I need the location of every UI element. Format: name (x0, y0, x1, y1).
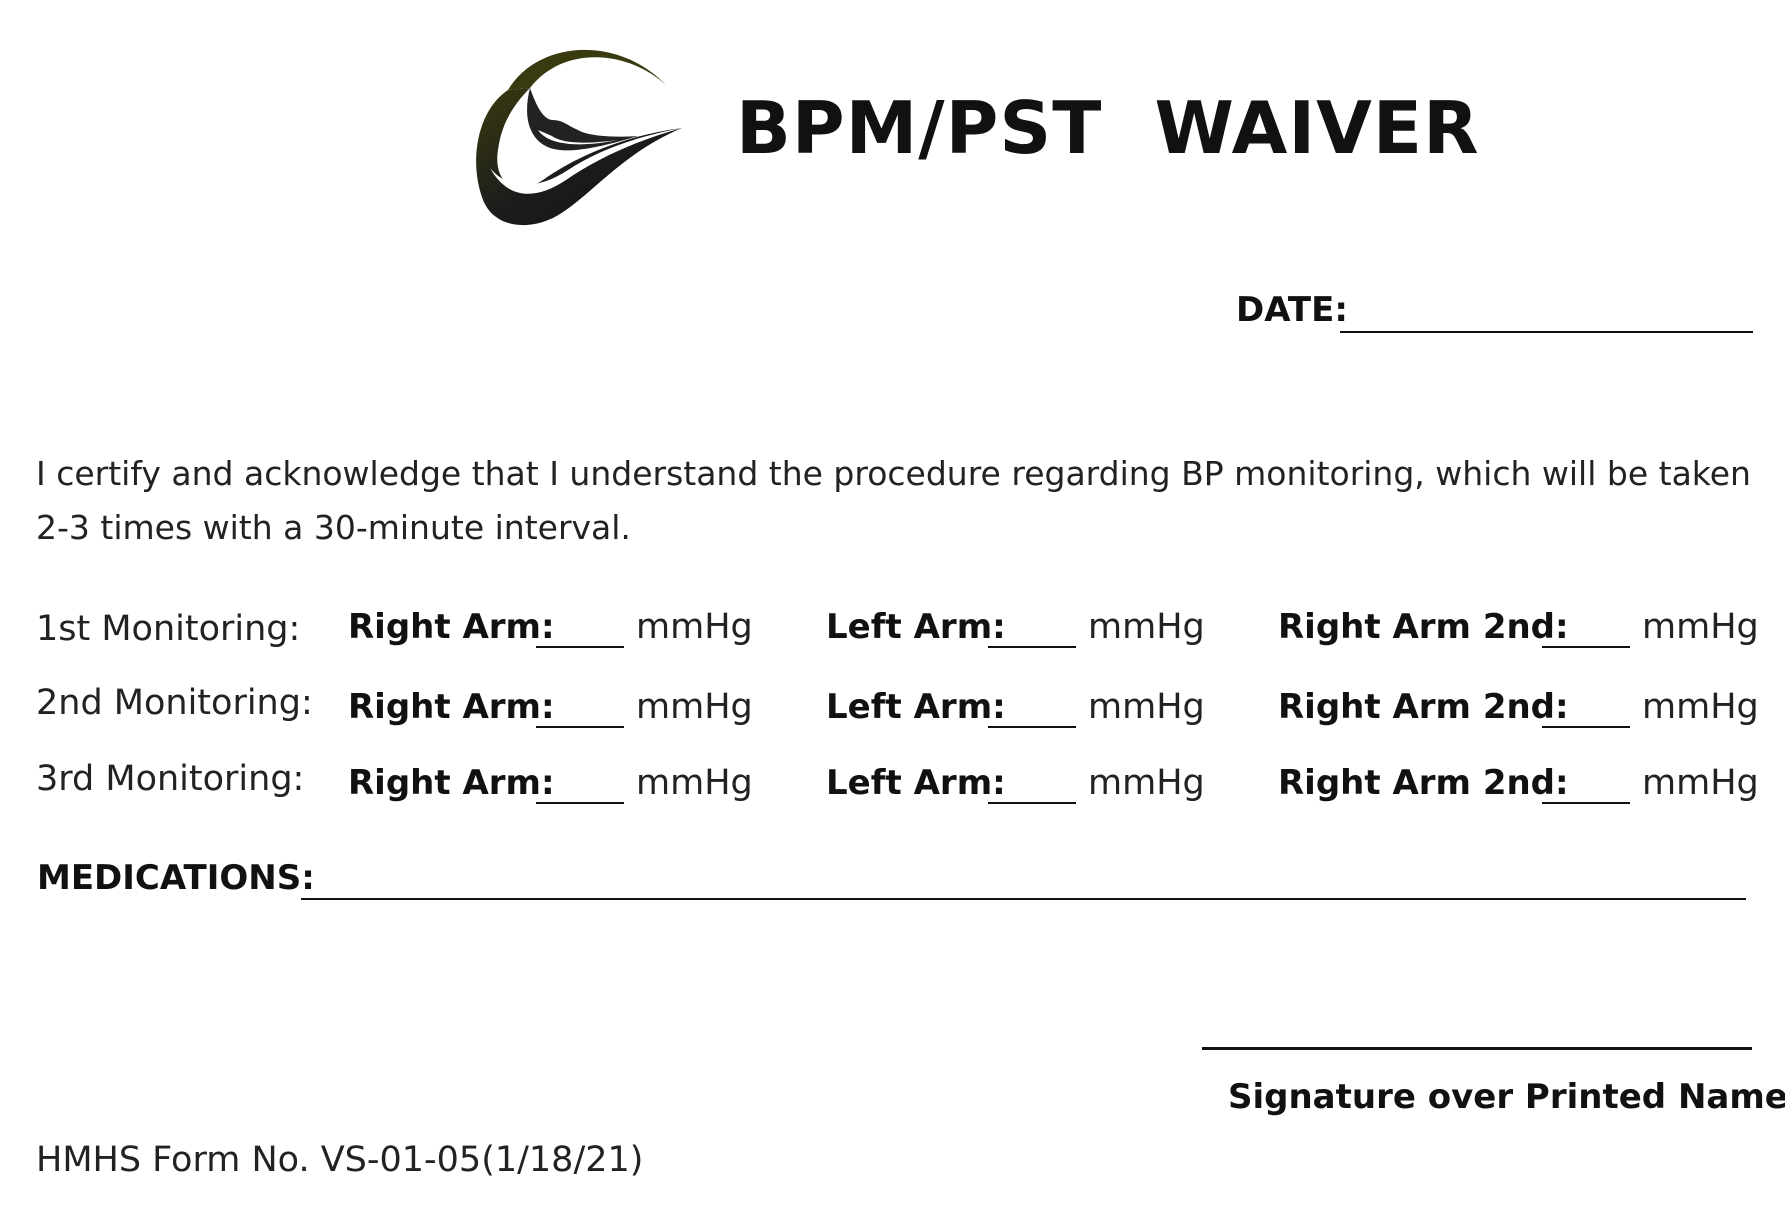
left-arm-reading-field[interactable] (988, 646, 1076, 648)
medications-label: MEDICATIONS: (37, 858, 315, 898)
left-arm-label: Left Arm: (826, 687, 1006, 727)
right-arm-2nd-label: Right Arm 2nd: (1278, 687, 1569, 727)
medications-field[interactable] (301, 898, 1746, 900)
certification-statement: I certify and acknowledge that I underst… (36, 454, 1751, 547)
left-arm-label: Left Arm: (826, 607, 1006, 647)
unit-label: mmHg (1088, 607, 1205, 647)
left-arm-reading-field[interactable] (988, 726, 1076, 728)
right-arm-reading-field[interactable] (536, 726, 624, 728)
unit-label: mmHg (1088, 687, 1205, 727)
monitoring-row-label: 3rd Monitoring: (36, 759, 305, 799)
right-arm-2nd-label: Right Arm 2nd: (1278, 607, 1569, 647)
right-arm-2nd-reading-field[interactable] (1542, 646, 1630, 648)
unit-label: mmHg (1088, 763, 1205, 803)
right-arm-reading-field[interactable] (536, 802, 624, 804)
unit-label: mmHg (636, 763, 753, 803)
unit-label: mmHg (1642, 607, 1759, 647)
unit-label: mmHg (636, 607, 753, 647)
right-arm-label: Right Arm: (348, 763, 555, 803)
right-arm-reading-field[interactable] (536, 646, 624, 648)
right-arm-2nd-label: Right Arm 2nd: (1278, 763, 1569, 803)
right-arm-label: Right Arm: (348, 607, 555, 647)
signature-label: Signature over Printed Name (1228, 1077, 1785, 1117)
page-title: BPM/PST WAIVER (736, 86, 1480, 170)
unit-label: mmHg (636, 687, 753, 727)
signature-field[interactable] (1202, 1047, 1752, 1050)
right-arm-2nd-reading-field[interactable] (1542, 726, 1630, 728)
left-arm-label: Left Arm: (826, 763, 1006, 803)
form-number: HMHS Form No. VS-01-05(1/18/21) (36, 1140, 644, 1180)
monitoring-row-label: 2nd Monitoring: (36, 683, 313, 723)
date-field[interactable] (1340, 331, 1753, 333)
swoosh-logo-icon (468, 40, 686, 230)
monitoring-row-label: 1st Monitoring: (36, 609, 301, 649)
right-arm-2nd-reading-field[interactable] (1542, 802, 1630, 804)
unit-label: mmHg (1642, 687, 1759, 727)
right-arm-label: Right Arm: (348, 687, 555, 727)
left-arm-reading-field[interactable] (988, 802, 1076, 804)
date-label: DATE: (1236, 290, 1348, 330)
unit-label: mmHg (1642, 763, 1759, 803)
